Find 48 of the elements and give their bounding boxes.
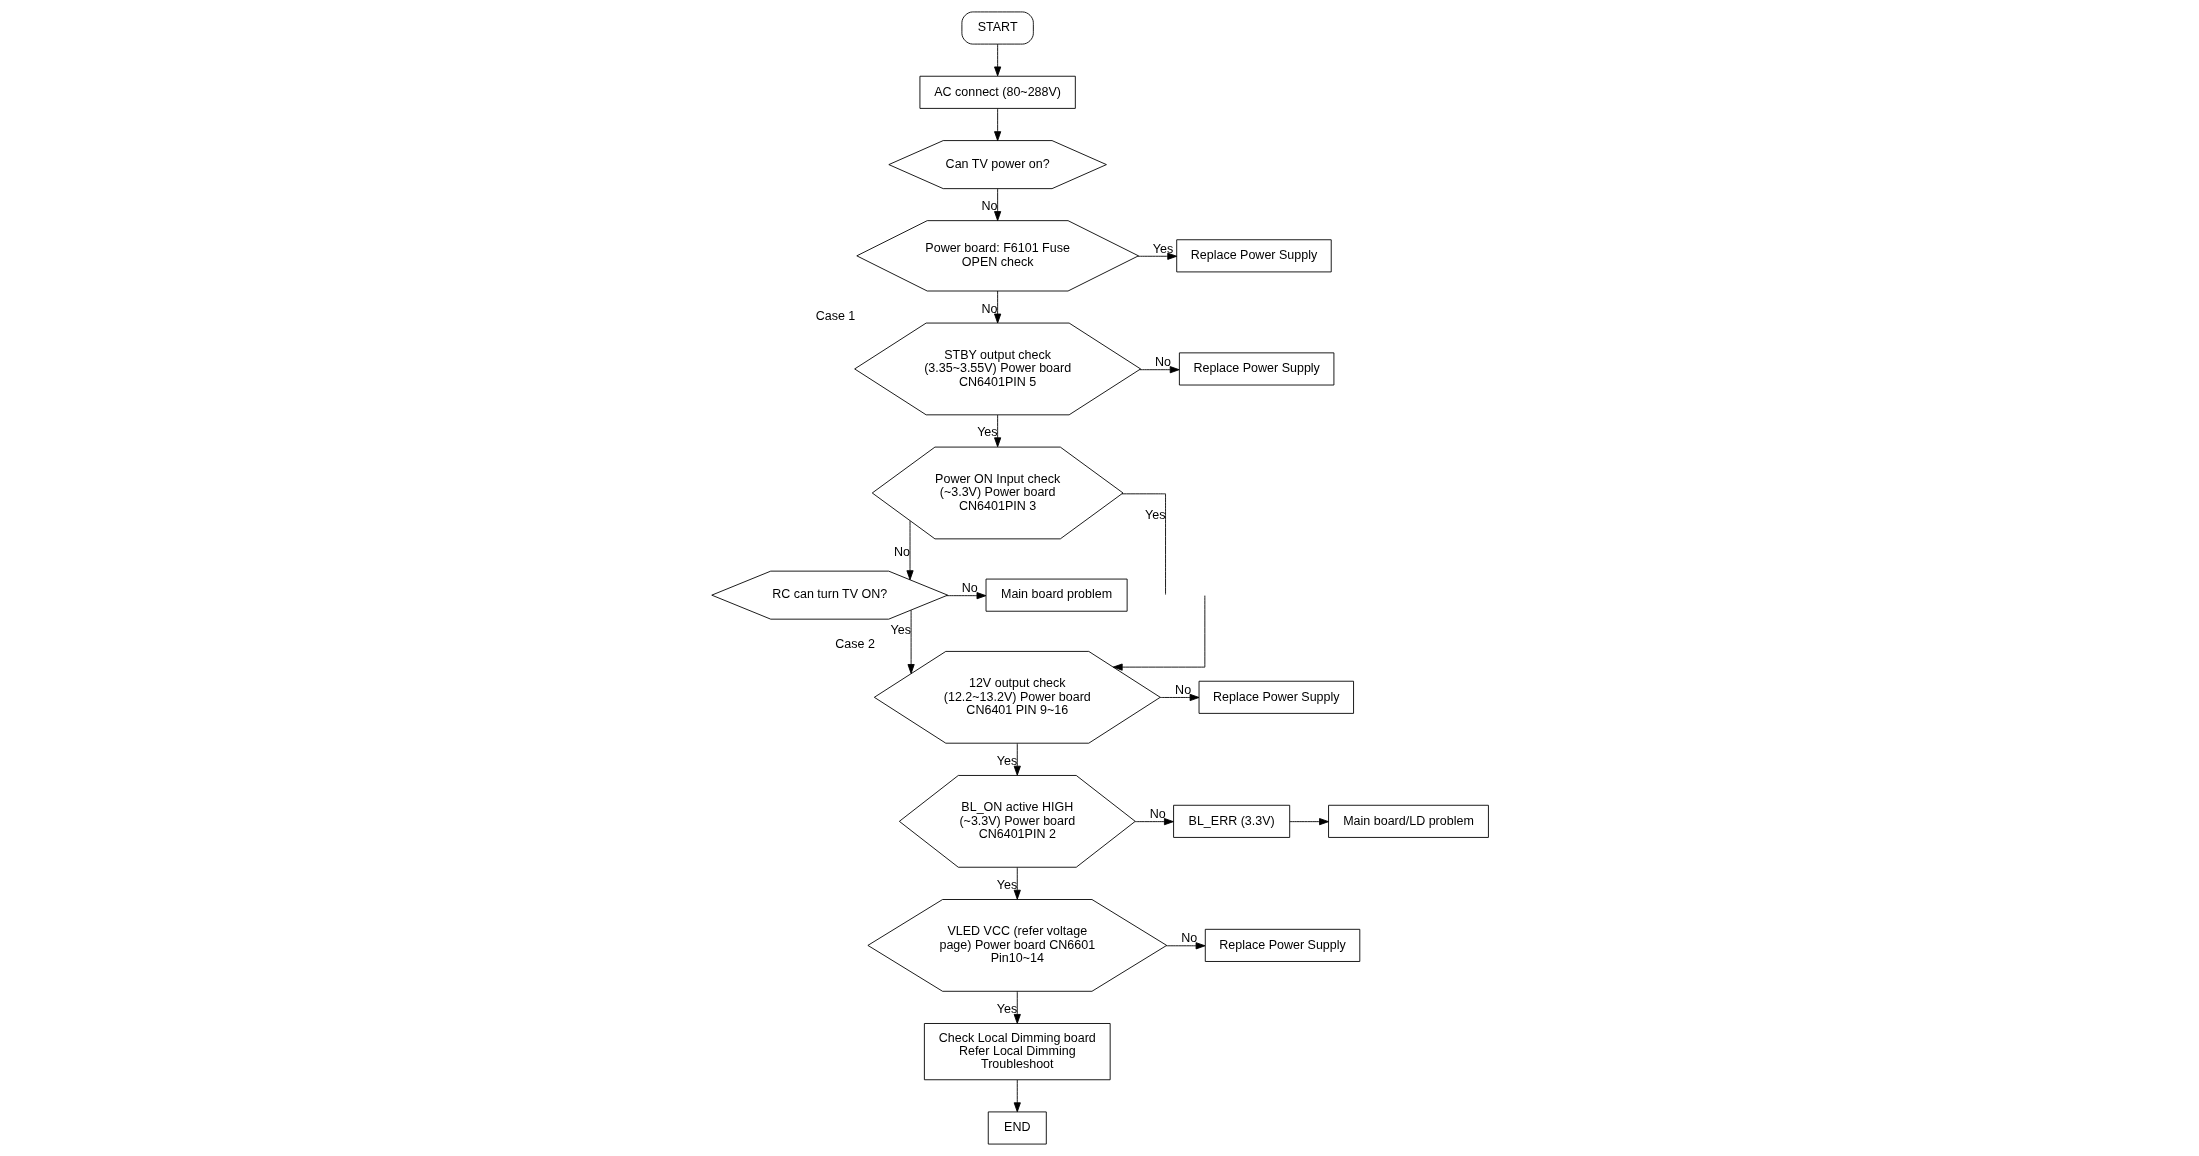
- arrow: [993, 414, 1001, 448]
- edge-label: No: [981, 301, 998, 316]
- arrow: [993, 43, 1001, 77]
- node-box: END: [987, 1111, 1047, 1145]
- node-box: Replace Power Supply: [1204, 928, 1360, 962]
- arrow: [993, 290, 1001, 324]
- node-box: Main board problem: [985, 578, 1128, 612]
- edge-label: Yes: [976, 425, 998, 440]
- arrow: [1134, 818, 1174, 826]
- arrow: [1136, 252, 1177, 260]
- node-box: START: [960, 11, 1034, 45]
- edge-label: No: [1180, 931, 1197, 946]
- node-box: Check Local Dimming board Refer Local Dimming Troubleshoot: [923, 1023, 1111, 1081]
- edge-label: No: [981, 199, 998, 214]
- arrow: [1138, 366, 1180, 374]
- arrow: [907, 609, 915, 674]
- arrow: [1013, 867, 1021, 900]
- edge-label: No: [1149, 807, 1166, 822]
- node-label: Case 1: [815, 308, 855, 323]
- edge-label: Yes: [890, 622, 911, 637]
- arrow: [1288, 818, 1329, 826]
- edge-label: Yes: [996, 753, 1017, 768]
- arrow: [993, 188, 1001, 221]
- edge-label: Yes: [996, 1001, 1017, 1016]
- node-box: BL_ERR (3.3V): [1172, 804, 1290, 838]
- arrow: [945, 592, 986, 600]
- arrow: [905, 520, 914, 581]
- arrow: [993, 108, 1001, 142]
- edge-label: Yes: [1152, 241, 1173, 256]
- node-box: Replace Power Supply: [1178, 352, 1334, 386]
- edge-label: No: [893, 544, 910, 559]
- edge-label: No: [961, 581, 978, 596]
- arrow: [1112, 595, 1205, 671]
- node-box: Replace Power Supply: [1198, 680, 1354, 714]
- edge-label: No: [1174, 683, 1191, 698]
- node-box: AC connect (80~288V): [918, 75, 1076, 109]
- edge-label: No: [1154, 355, 1171, 370]
- arrow: [1013, 1079, 1021, 1113]
- edge-label: Yes: [1144, 507, 1165, 522]
- arrow: [1013, 743, 1021, 776]
- arrow: [1165, 942, 1205, 950]
- edge-label: Yes: [996, 877, 1017, 892]
- node-box: Main board/LD problem: [1327, 804, 1489, 838]
- connector: [1120, 493, 1166, 595]
- arrow: [1013, 990, 1021, 1024]
- arrow: [1159, 693, 1199, 702]
- node-label: Case 2: [834, 636, 875, 651]
- node-box: Replace Power Supply: [1175, 239, 1332, 273]
